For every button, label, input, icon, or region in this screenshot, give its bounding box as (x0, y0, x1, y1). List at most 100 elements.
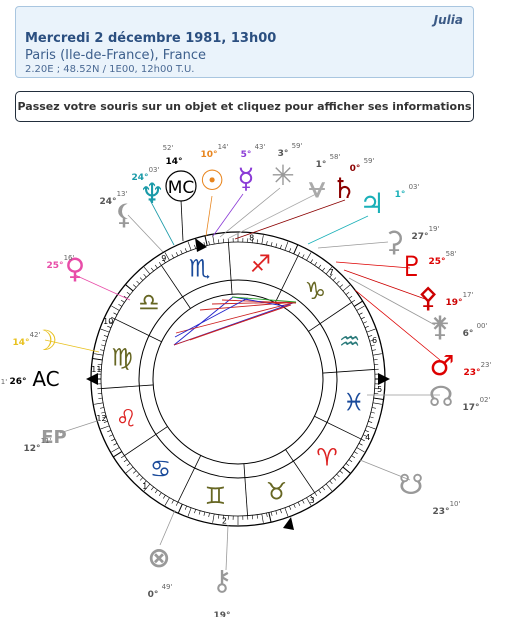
tick (306, 252, 312, 261)
sign-divider (243, 463, 248, 516)
tick (322, 267, 326, 272)
tick (322, 486, 326, 491)
tick (370, 411, 375, 414)
tick (354, 451, 358, 454)
moon-icon: ☽ (32, 324, 57, 357)
tick (100, 407, 105, 409)
node-icon: ☊ (429, 380, 454, 413)
juno-icon: ⚵ (430, 310, 451, 343)
birth-date: Mercredi 2 décembre 1981, 13h00 (25, 31, 277, 46)
tick (171, 499, 174, 504)
tick (368, 335, 373, 337)
planet-degree: 25° (46, 261, 63, 271)
tick (143, 480, 147, 484)
tick (126, 291, 131, 295)
sun-icon: ☉ (199, 164, 224, 197)
tick (143, 274, 147, 278)
house-number: 7 (329, 268, 334, 277)
tick (339, 284, 343, 288)
neptune-icon: ♆ (139, 177, 164, 210)
pisces-icon: ♓ (343, 389, 365, 417)
tick (370, 344, 375, 347)
tick (336, 280, 340, 285)
tick (123, 459, 128, 463)
house-cusp (293, 244, 299, 255)
tick (218, 514, 220, 519)
tick (100, 425, 110, 430)
aspect-line (175, 301, 297, 334)
tick (143, 483, 151, 492)
sign-divider (308, 302, 352, 332)
planet-minutes: 58' (446, 250, 457, 258)
tick (212, 513, 215, 523)
house-cusp (204, 235, 208, 246)
aquarius-icon: ♒ (339, 328, 361, 356)
tick (158, 492, 162, 497)
tick (184, 248, 187, 253)
house-number: 6 (372, 336, 377, 345)
planet-minutes: 16' (64, 254, 75, 262)
pointer-line (317, 241, 389, 249)
tick (314, 261, 318, 266)
planet-degree: 1° (316, 160, 327, 170)
planet-minutes: 49' (162, 583, 173, 591)
pointer-line (74, 274, 131, 301)
planet-minutes: 02' (480, 396, 491, 404)
planet-minutes: 42' (30, 331, 41, 339)
house-number: 10 (103, 317, 113, 326)
tick (102, 416, 107, 419)
tick (194, 509, 196, 514)
person-name: Julia (433, 13, 463, 27)
house-cusp (373, 397, 384, 400)
pointer-line (234, 199, 346, 240)
tick (111, 447, 120, 453)
jupiter-icon: ♃ (359, 187, 384, 220)
planet-degree: 0° (148, 590, 159, 600)
libra-icon: ♎ (138, 289, 160, 317)
ascendant-label: AC (32, 367, 59, 391)
tick (284, 507, 289, 517)
planet-minutes: 23' (481, 361, 492, 369)
tick (133, 284, 137, 288)
sign-ring-inner (138, 279, 338, 479)
aspect-line (231, 296, 297, 303)
scorpio-icon: ♏ (189, 254, 211, 282)
tick (310, 259, 313, 263)
house-number: 9 (161, 254, 166, 263)
fortune-icon: ☋ (399, 468, 424, 501)
saturn-icon: ♄ (331, 172, 356, 205)
tick (120, 299, 125, 303)
planet-minutes: 11' (41, 437, 52, 445)
house-number: 12 (96, 414, 106, 423)
pointer-line (44, 339, 100, 353)
tick (103, 335, 108, 337)
pointer-line (212, 193, 244, 237)
tick (289, 505, 292, 510)
tick (261, 513, 264, 523)
tick (369, 416, 374, 419)
planet-degree: 12° (23, 444, 40, 454)
mercury-icon: ☿ (237, 162, 254, 195)
tick (111, 305, 120, 311)
tick (356, 305, 365, 311)
planet-minutes: 59' (364, 157, 375, 165)
planet-degree: 10° (200, 150, 217, 160)
birth-info-panel: Julia Mercredi 2 décembre 1981, 13h00 Pa… (15, 6, 474, 78)
tick (372, 402, 382, 405)
pointer-line (335, 261, 411, 269)
sign-divider (285, 449, 315, 493)
ascendant-degree: 26° (9, 377, 26, 387)
tick (256, 239, 258, 244)
midheaven-degree: 14° (165, 157, 182, 167)
tick (366, 328, 376, 333)
leo-icon: ♌ (116, 404, 138, 432)
planet-degree: 27° (411, 232, 428, 242)
tick (371, 407, 376, 409)
tick (163, 259, 166, 263)
sign-divider (228, 242, 233, 295)
planet-degree: 5° (241, 150, 252, 160)
tick (363, 321, 367, 324)
tick (103, 421, 108, 423)
